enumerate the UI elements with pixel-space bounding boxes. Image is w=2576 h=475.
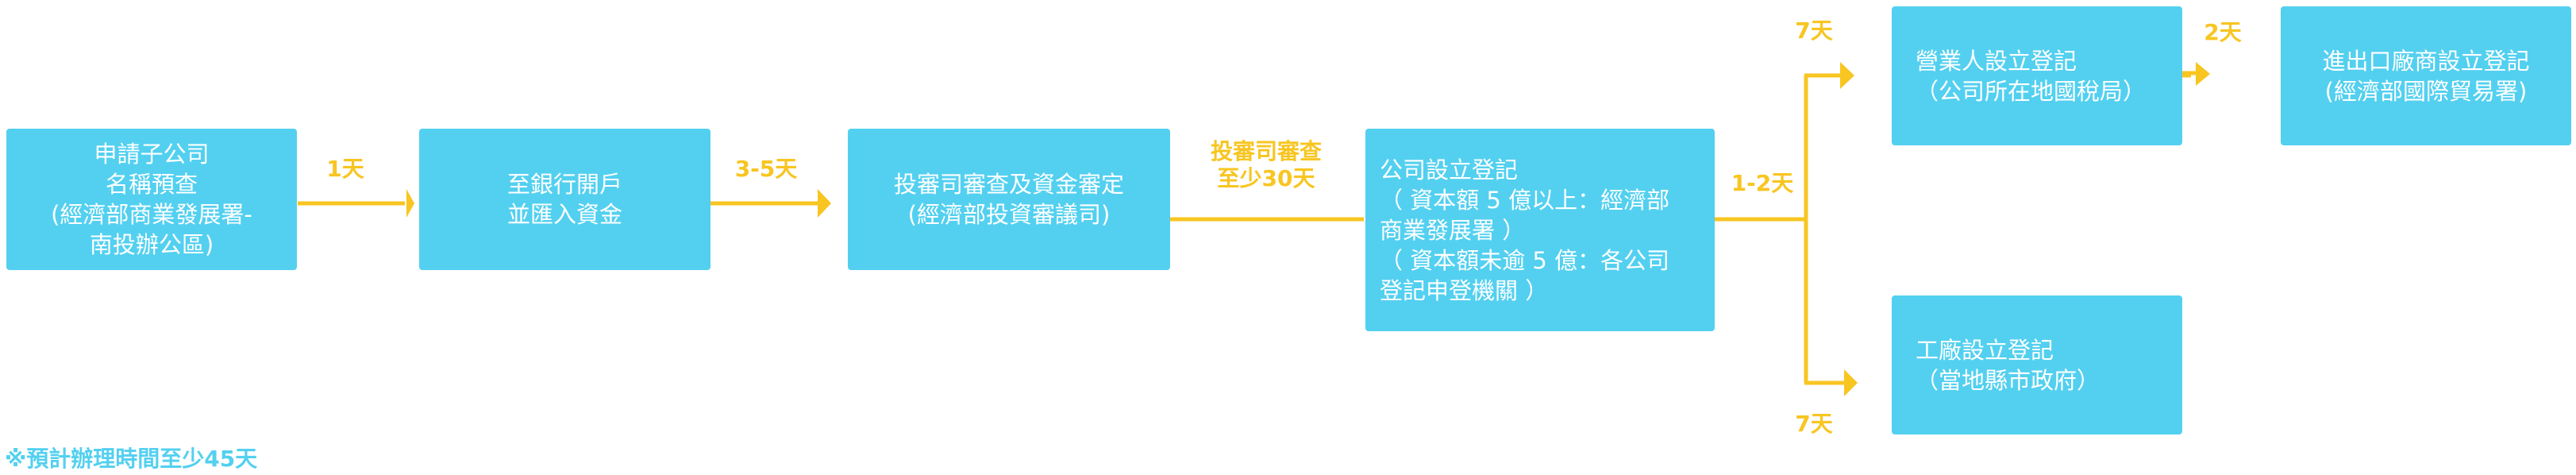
step-line: 商業發展署 ） bbox=[1380, 216, 1526, 244]
step-line: 公司設立登記 bbox=[1380, 156, 1519, 183]
step-line: 登記申登機關 ） bbox=[1380, 276, 1549, 304]
duration-label-3-line1: 投審司審查 bbox=[1210, 138, 1322, 164]
arrowhead-5-6 bbox=[2196, 62, 2210, 86]
duration-label-4: 1-2天 bbox=[1731, 170, 1794, 196]
step-line: (經濟部國際貿易署) bbox=[2324, 77, 2528, 105]
step-line: 進出口廠商設立登記 bbox=[2322, 47, 2530, 75]
arrowhead-branch-bottom bbox=[1844, 369, 1858, 396]
duration-label-3: 投審司審查 至少30天 bbox=[1175, 138, 1357, 192]
step-business-registration: 營業人設立登記 （公司所在地國稅局） bbox=[1892, 6, 2182, 145]
step-line: 投審司審查及資金審定 bbox=[893, 171, 1124, 198]
step-line: (經濟部投資審議司) bbox=[907, 201, 1111, 228]
duration-label-5: 7天 bbox=[1795, 17, 1833, 44]
arrowhead-2-3 bbox=[818, 189, 831, 218]
step-line: 申請子公司 bbox=[94, 141, 210, 168]
step-line: 工廠設立登記 bbox=[1916, 336, 2054, 364]
duration-label-1: 1天 bbox=[326, 156, 364, 182]
step-line: (經濟部商業發展署- bbox=[51, 201, 252, 228]
duration-label-2: 3-5天 bbox=[734, 156, 798, 182]
step-bank-account: 至銀行開戶 並匯入資金 bbox=[419, 129, 710, 270]
arrowhead-branch-top bbox=[1840, 62, 1854, 89]
step-name-precheck: 申請子公司 名稱預查 (經濟部商業發展署- 南投辦公區) bbox=[6, 129, 297, 270]
step-line: 並匯入資金 bbox=[506, 201, 622, 228]
step-line: （當地縣市政府） bbox=[1916, 366, 2100, 394]
step-investment-review: 投審司審查及資金審定 (經濟部投資審議司) bbox=[848, 129, 1170, 270]
step-line: 營業人設立登記 bbox=[1916, 47, 2077, 75]
step-line: 至銀行開戶 bbox=[506, 171, 622, 198]
footnote: ※預計辦理時間至少45天 bbox=[5, 446, 258, 472]
step-import-export-registration: 進出口廠商設立登記 (經濟部國際貿易署) bbox=[2281, 6, 2571, 145]
step-line: 南投辦公區) bbox=[89, 231, 214, 258]
step-line: （ 資本額未逾 5 億：各公司 bbox=[1380, 246, 1670, 274]
duration-label-7: 7天 bbox=[1795, 411, 1833, 437]
step-line: （ 資本額 5 億以上：經濟部 bbox=[1380, 186, 1670, 214]
duration-label-6: 2天 bbox=[2204, 19, 2242, 45]
step-company-registration: 公司設立登記 （ 資本額 5 億以上：經濟部 商業發展署 ） （ 資本額未逾 5… bbox=[1365, 129, 1715, 331]
step-line: （公司所在地國稅局） bbox=[1916, 77, 2147, 105]
step-line: 名稱預查 bbox=[105, 171, 198, 198]
step-factory-registration: 工廠設立登記 （當地縣市政府） bbox=[1892, 295, 2182, 434]
duration-label-3-line2: 至少30天 bbox=[1217, 165, 1315, 191]
arrowhead-1-2 bbox=[406, 189, 414, 218]
